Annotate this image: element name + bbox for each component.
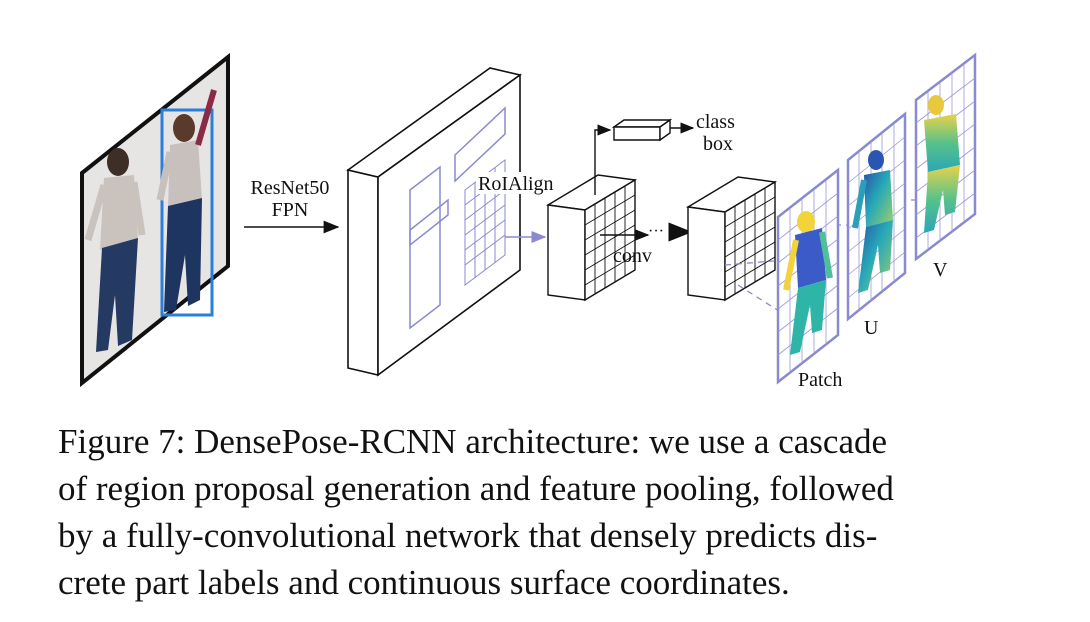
- u-output: [846, 111, 907, 322]
- conv-label: conv: [613, 245, 652, 267]
- architecture-diagram: ResNet50 FPN RoIAlign: [80, 52, 977, 391]
- patch-label: Patch: [798, 369, 842, 391]
- backbone-label-line2: FPN: [272, 199, 309, 221]
- feature-map-block: [346, 67, 522, 377]
- fc-head-box: [611, 118, 673, 142]
- v-output: [914, 52, 977, 262]
- backbone-label-line1: ResNet50: [251, 177, 330, 199]
- caption-line-2: of region proposal generation and featur…: [58, 469, 894, 508]
- person-left: [84, 148, 146, 352]
- caption-line-4: crete part labels and continuous surface…: [58, 563, 790, 602]
- pooled-feature-block: [545, 174, 638, 302]
- class-box-arrow: [594, 124, 612, 195]
- person-right: [156, 89, 217, 317]
- caption-line-3: by a fully-convolutional network that de…: [58, 516, 878, 555]
- box-label: box: [703, 133, 733, 155]
- patch-output: [776, 167, 840, 385]
- detection-box: [160, 108, 214, 317]
- region-proposals: [409, 106, 506, 330]
- class-label: class: [696, 111, 735, 133]
- roialign-label-bg: [476, 172, 560, 194]
- caption-line-1: Figure 7: DensePose-RCNN architecture: w…: [58, 422, 888, 461]
- u-label: U: [864, 317, 879, 339]
- conv-dots: ···: [648, 223, 664, 240]
- figure-caption: Figure 7: DensePose-RCNN architecture: w…: [58, 418, 1008, 606]
- dense-feature-block: [685, 176, 778, 302]
- input-image: [80, 52, 230, 388]
- v-label: V: [933, 259, 948, 281]
- roialign-label: RoIAlign: [478, 173, 554, 195]
